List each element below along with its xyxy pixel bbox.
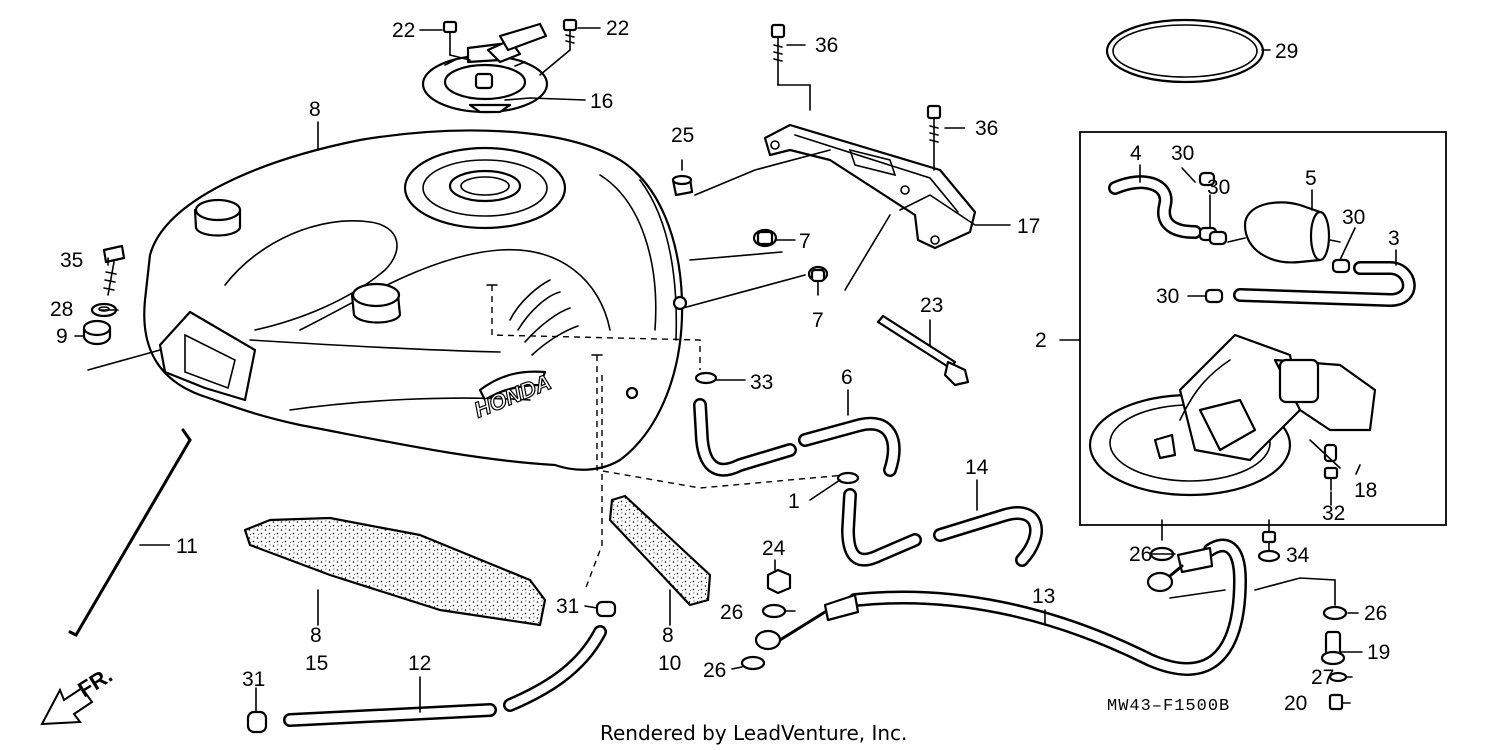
callout-26: 26	[1364, 602, 1387, 625]
bolt-22-left	[442, 20, 458, 56]
callout-2: 2	[1035, 329, 1047, 352]
callout-8: 8	[310, 624, 322, 647]
callout-30: 30	[1171, 142, 1194, 165]
callout-9: 9	[56, 325, 68, 348]
fuel-pump-assembly	[1079, 131, 1447, 526]
fuel-tank: HONDA	[143, 129, 688, 471]
callout-8: 8	[309, 98, 321, 121]
callout-8: 8	[662, 624, 674, 647]
washer-26-a	[761, 603, 787, 619]
callout-36: 36	[975, 117, 998, 140]
bolt-35	[102, 244, 126, 296]
o-ring-29	[1105, 18, 1265, 84]
callout-13: 13	[1032, 585, 1055, 608]
credit-text: Rendered by LeadVenture, Inc.	[600, 721, 907, 745]
callout-30: 30	[1342, 206, 1365, 229]
cushion-9	[82, 319, 112, 346]
callout-12: 12	[408, 652, 431, 675]
fuel-hose-13	[754, 538, 1247, 676]
breather-hose-12	[283, 625, 607, 727]
callout-23: 23	[920, 294, 943, 317]
callout-30: 30	[1156, 285, 1179, 308]
collar-7-lower	[807, 265, 829, 283]
collar-7-upper	[752, 228, 778, 248]
washer-26-b	[740, 655, 766, 671]
support-rod-11	[68, 428, 192, 637]
callout-4: 4	[1130, 142, 1142, 165]
callout-7: 7	[812, 309, 824, 332]
callout-3: 3	[1388, 227, 1400, 250]
callout-32: 32	[1322, 502, 1345, 525]
callout-16: 16	[590, 90, 613, 113]
callout-33: 33	[750, 371, 773, 394]
callout-17: 17	[1017, 215, 1040, 238]
bolt-36-right	[926, 104, 942, 171]
fuel-cap-assembly	[421, 22, 549, 114]
bolt-36-top	[770, 23, 786, 86]
callout-5: 5	[1305, 167, 1317, 190]
callout-6: 6	[841, 366, 853, 389]
clip-1	[836, 471, 860, 485]
tank-mount-bracket	[763, 123, 977, 250]
grommet-25	[671, 174, 694, 197]
callout-19: 19	[1367, 641, 1390, 664]
callout-10: 10	[658, 652, 681, 675]
callout-31: 31	[556, 595, 579, 618]
diagram-code: MW43–F1500B	[1107, 697, 1230, 716]
callout-27: 27	[1311, 666, 1334, 689]
leader-lines	[74, 27, 1397, 713]
callout-22: 22	[392, 19, 415, 42]
callout-14: 14	[965, 456, 989, 479]
callout-1: 1	[788, 490, 800, 513]
clip-33	[694, 371, 718, 385]
callout-26: 26	[720, 601, 743, 624]
callout-labels: 8 22 22 16 36 36 25 7 7 17 23 35 28 9 11…	[50, 17, 1400, 715]
callout-7: 7	[799, 230, 811, 253]
tank-pad-15	[243, 516, 547, 627]
front-arrow-icon	[40, 686, 94, 726]
callout-15: 15	[305, 652, 328, 675]
tank-pad-10	[608, 494, 712, 607]
drain-hose-14	[841, 488, 1043, 567]
callout-35: 35	[60, 249, 83, 272]
callout-25: 25	[671, 124, 694, 147]
drain-bolt-19	[1320, 630, 1346, 666]
callout-30: 30	[1207, 176, 1230, 199]
washer-26-d	[1322, 605, 1348, 621]
clip-31-upper	[595, 600, 617, 618]
callout-26: 26	[703, 659, 726, 682]
callout-20: 20	[1284, 692, 1307, 715]
bolt-34	[1257, 530, 1281, 563]
callout-18: 18	[1354, 479, 1377, 502]
callout-24: 24	[762, 537, 786, 560]
callout-11: 11	[176, 535, 198, 558]
callout-26: 26	[1129, 543, 1152, 566]
bolt-23	[876, 314, 970, 387]
drain-hose-6	[693, 398, 901, 477]
callout-29: 29	[1275, 40, 1298, 63]
callout-28: 28	[50, 298, 73, 321]
callout-36: 36	[815, 34, 838, 57]
front-direction-indicator: FR.	[40, 662, 117, 726]
bolt-22-right	[562, 18, 578, 51]
callout-31: 31	[242, 668, 265, 691]
callout-22: 22	[606, 17, 629, 40]
bolt-20	[1328, 693, 1344, 711]
routing-guides	[486, 284, 846, 591]
nut-24	[766, 568, 792, 595]
clip-31-lower	[246, 710, 268, 734]
callout-34: 34	[1286, 544, 1310, 567]
